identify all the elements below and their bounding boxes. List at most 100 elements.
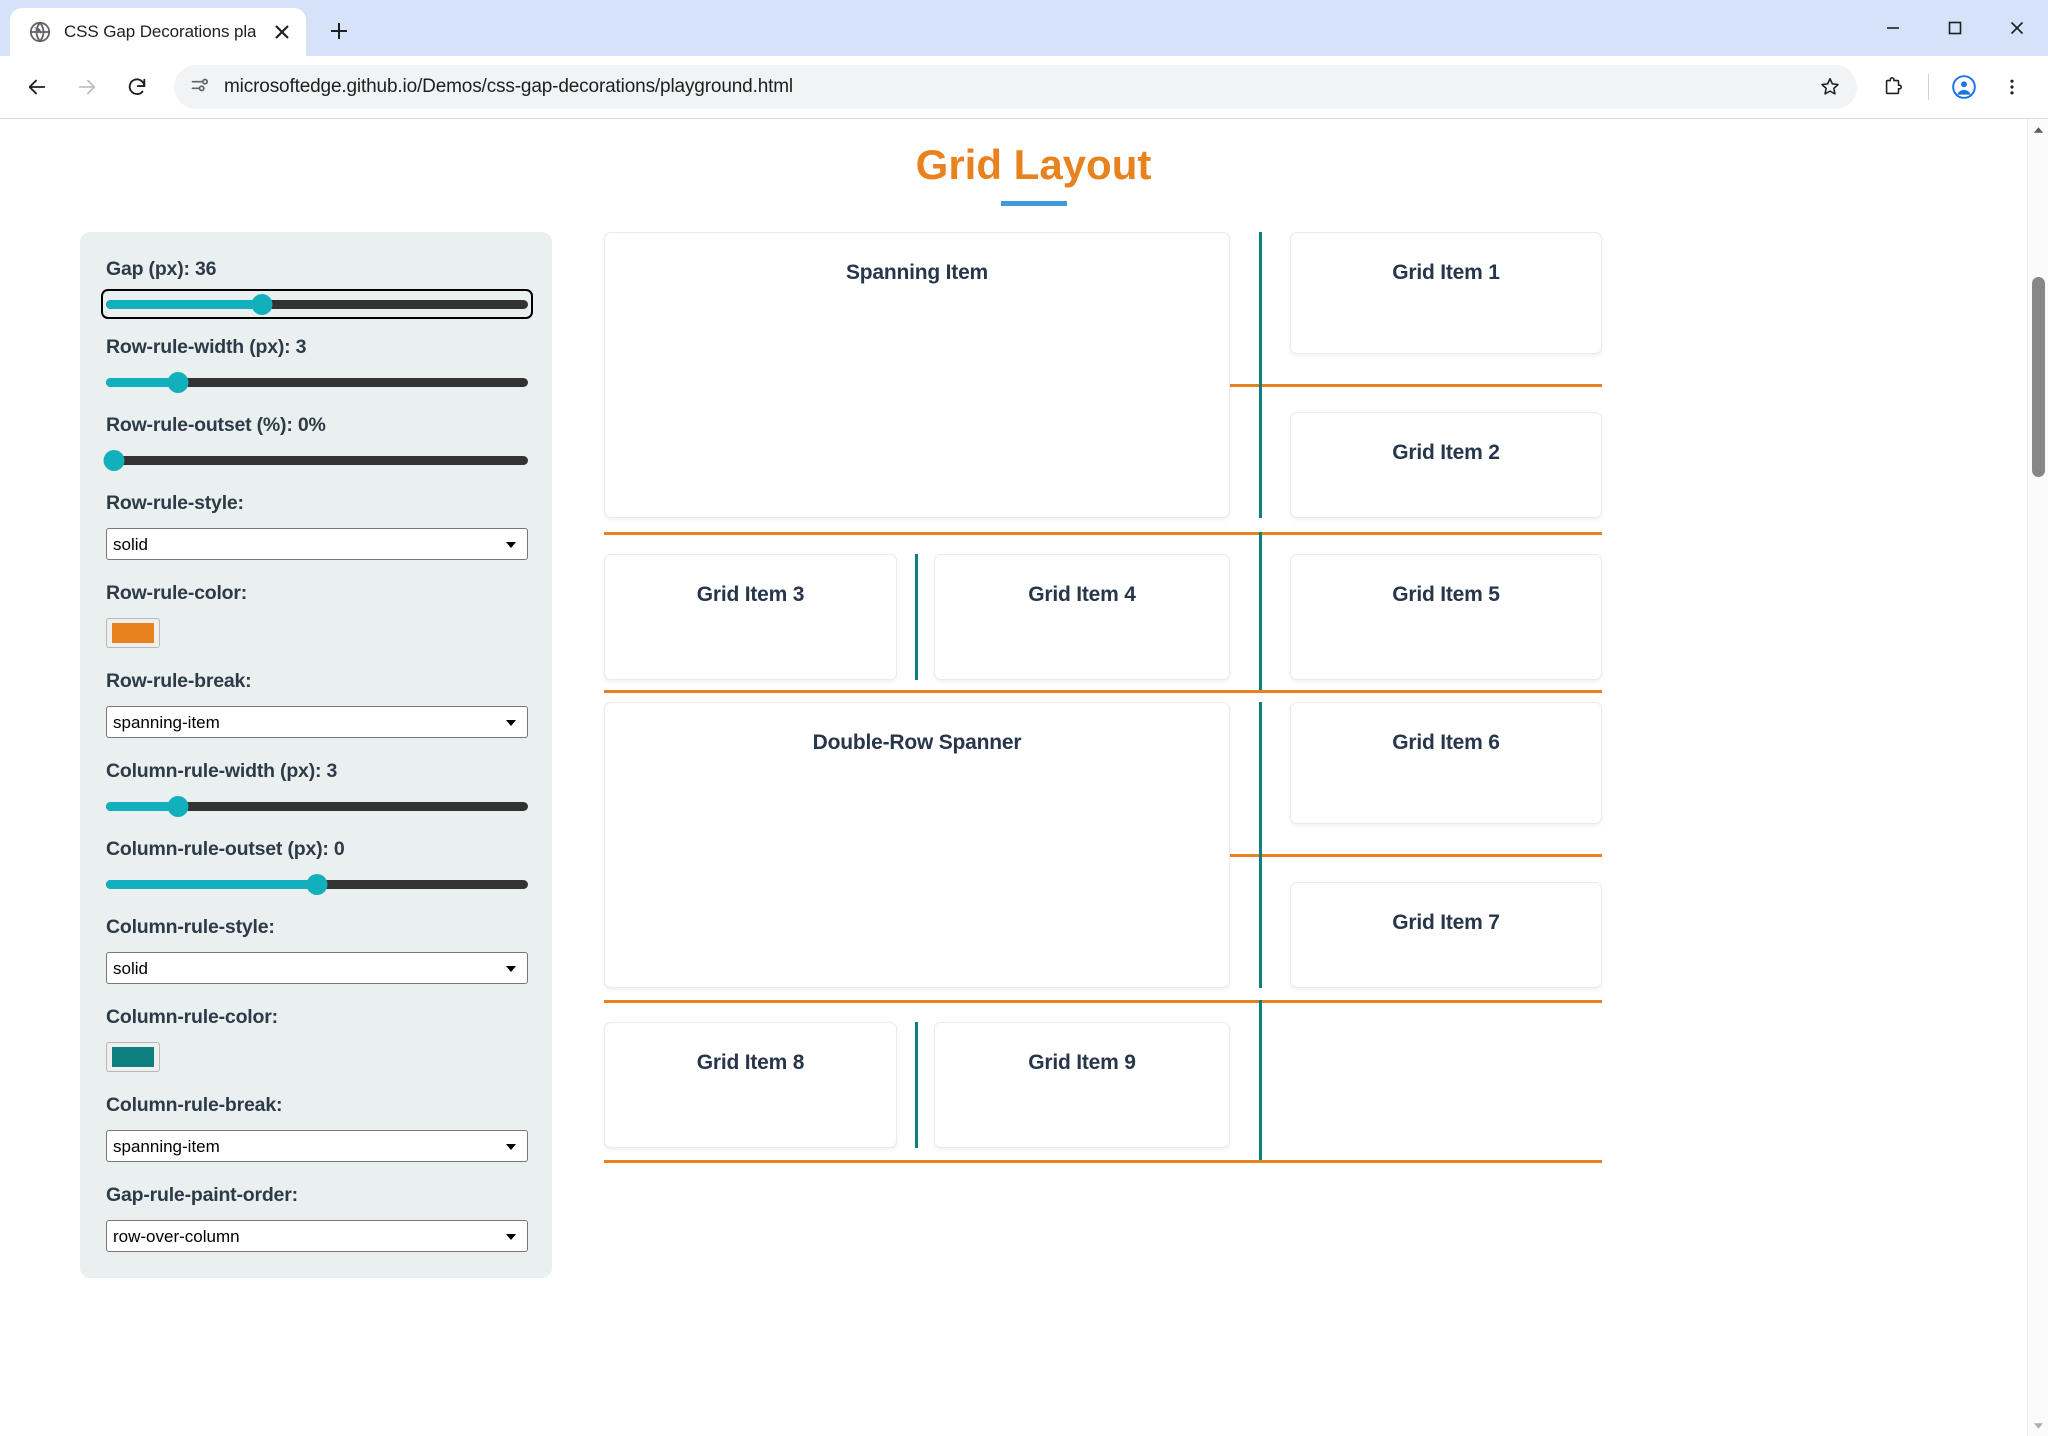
- control-row-rule-break: Row-rule-break:spanning-item: [106, 670, 528, 738]
- column-rule: [915, 1022, 918, 1148]
- page-title: Grid Layout: [915, 141, 1152, 188]
- more-menu-icon[interactable]: [1990, 65, 2034, 109]
- close-window-button[interactable]: [1986, 0, 2048, 56]
- slider-row-rule-outset[interactable]: [103, 449, 528, 471]
- grid-item: Grid Item 2: [1290, 412, 1602, 518]
- slider-thumb[interactable]: [167, 371, 189, 393]
- grid-item-label: Grid Item 9: [1028, 1051, 1136, 1074]
- close-icon[interactable]: [268, 18, 296, 46]
- window-controls: [1862, 0, 2048, 56]
- tab-strip: CSS Gap Decorations playground: [0, 0, 2048, 56]
- globe-icon: [28, 20, 52, 44]
- reload-icon[interactable]: [114, 64, 160, 110]
- control-row-rule-width: Row-rule-width (px): 3: [106, 336, 528, 393]
- grid-item-label: Grid Item 1: [1392, 261, 1500, 284]
- forward-icon[interactable]: [64, 64, 110, 110]
- slider-gap[interactable]: [101, 289, 533, 319]
- select-row-rule-break[interactable]: spanning-item: [106, 706, 528, 738]
- slider-fill: [106, 299, 263, 309]
- address-bar[interactable]: microsoftedge.github.io/Demos/css-gap-de…: [174, 65, 1857, 109]
- url-text: microsoftedge.github.io/Demos/css-gap-de…: [224, 76, 793, 97]
- control-label-gap: Gap (px): 36: [106, 258, 217, 280]
- slider-column-rule-width[interactable]: [106, 795, 528, 817]
- new-tab-button[interactable]: [316, 8, 362, 54]
- control-row-rule-outset: Row-rule-outset (%): 0%: [103, 414, 528, 471]
- web-page: Grid Layout Gap (px): 36 Row-rule-width (…: [0, 119, 2027, 1436]
- control-gap: Gap (px): 36: [101, 258, 533, 319]
- site-settings-icon[interactable]: [190, 75, 210, 100]
- control-row-rule-color: Row-rule-color:: [106, 582, 528, 648]
- grid-item-label: Spanning Item: [845, 261, 989, 284]
- profile-icon[interactable]: [1942, 65, 1986, 109]
- browser-toolbar: microsoftedge.github.io/Demos/css-gap-de…: [0, 56, 2048, 118]
- row-rule: [604, 690, 1602, 693]
- bookmark-star-icon[interactable]: [1819, 76, 1841, 98]
- row-rule: [1190, 854, 1602, 857]
- control-label-column-rule-width: Column-rule-width (px): 3: [106, 760, 338, 782]
- extensions-icon[interactable]: [1871, 65, 1915, 109]
- grid-item: Grid Item 4: [934, 554, 1230, 680]
- select-column-rule-style[interactable]: solid: [106, 952, 528, 984]
- control-label-column-rule-break: Column-rule-break:: [106, 1094, 283, 1116]
- select-wrap-row-rule-style: solid: [106, 528, 528, 560]
- grid-item-label: Grid Item 6: [1392, 731, 1500, 754]
- grid-item: Grid Item 1: [1290, 232, 1602, 354]
- slider-thumb[interactable]: [103, 449, 125, 471]
- color-picker-column-rule-color[interactable]: [106, 1042, 160, 1072]
- slider-fill: [106, 879, 317, 889]
- control-label-row-rule-style: Row-rule-style:: [106, 492, 244, 514]
- select-wrap-column-rule-style: solid: [106, 952, 528, 984]
- slider-track: [106, 455, 528, 465]
- slider-thumb[interactable]: [251, 293, 273, 315]
- grid-item-label: Double-Row Spanner: [812, 731, 1022, 754]
- control-label-column-rule-outset: Column-rule-outset (px): 0: [106, 838, 345, 860]
- scroll-down-icon[interactable]: [2028, 1415, 2048, 1436]
- control-label-gap-rule-paint-order: Gap-rule-paint-order:: [106, 1184, 298, 1206]
- maximize-button[interactable]: [1924, 0, 1986, 56]
- grid-item: Grid Item 5: [1290, 554, 1602, 680]
- control-label-column-rule-color: Column-rule-color:: [106, 1006, 278, 1028]
- slider-fill: [106, 377, 178, 387]
- grid-item: Spanning Item: [604, 232, 1230, 518]
- controls-panel: Gap (px): 36 Row-rule-width (px): 3 Row-ru…: [80, 232, 552, 1278]
- grid-item: Grid Item 7: [1290, 882, 1602, 988]
- select-wrap-column-rule-break: spanning-item: [106, 1130, 528, 1162]
- select-column-rule-break[interactable]: spanning-item: [106, 1130, 528, 1162]
- slider-row-rule-width[interactable]: [106, 371, 528, 393]
- grid-item-label: Grid Item 2: [1392, 441, 1500, 464]
- row-rule: [604, 532, 1602, 535]
- color-swatch-fill: [112, 1047, 154, 1067]
- toolbar-divider: [1928, 74, 1929, 100]
- column-rule: [1259, 1000, 1262, 1160]
- grid-item-label: Grid Item 5: [1392, 583, 1500, 606]
- column-rule: [915, 554, 918, 680]
- grid-item: Grid Item 6: [1290, 702, 1602, 824]
- back-icon[interactable]: [14, 64, 60, 110]
- browser-tab[interactable]: CSS Gap Decorations playground: [10, 8, 306, 56]
- select-row-rule-style[interactable]: solid: [106, 528, 528, 560]
- slider-column-rule-outset[interactable]: [106, 873, 528, 895]
- grid-item: Grid Item 3: [604, 554, 897, 680]
- tab-title: CSS Gap Decorations playground: [64, 22, 256, 41]
- select-gap-rule-paint-order[interactable]: row-over-column: [106, 1220, 528, 1252]
- grid-demo-area: Spanning Item Grid Item 1 Grid Item 2 Grid …: [604, 232, 1971, 1163]
- slider-track: [106, 801, 528, 811]
- control-column-rule-style: Column-rule-style: solid: [106, 916, 528, 984]
- vertical-scrollbar[interactable]: [2027, 119, 2048, 1436]
- minimize-button[interactable]: [1862, 0, 1924, 56]
- slider-thumb[interactable]: [306, 873, 328, 895]
- page-viewport: Grid Layout Gap (px): 36 Row-rule-width (…: [0, 118, 2048, 1436]
- color-picker-row-rule-color[interactable]: [106, 618, 160, 648]
- slider-fill: [106, 801, 178, 811]
- scrollbar-thumb[interactable]: [2032, 277, 2045, 477]
- control-label-column-rule-style: Column-rule-style:: [106, 916, 275, 938]
- row-rule: [1190, 384, 1602, 387]
- scroll-up-icon[interactable]: [2028, 119, 2048, 140]
- grid-item-label: Grid Item 8: [696, 1051, 805, 1074]
- page-content: Gap (px): 36 Row-rule-width (px): 3 Row-ru…: [40, 206, 2027, 1278]
- control-row-rule-style: Row-rule-style: solid: [106, 492, 528, 560]
- row-rule: [604, 1000, 1602, 1003]
- slider-thumb[interactable]: [167, 795, 189, 817]
- control-gap-rule-paint-order: Gap-rule-paint-order: row-over-column: [106, 1184, 528, 1252]
